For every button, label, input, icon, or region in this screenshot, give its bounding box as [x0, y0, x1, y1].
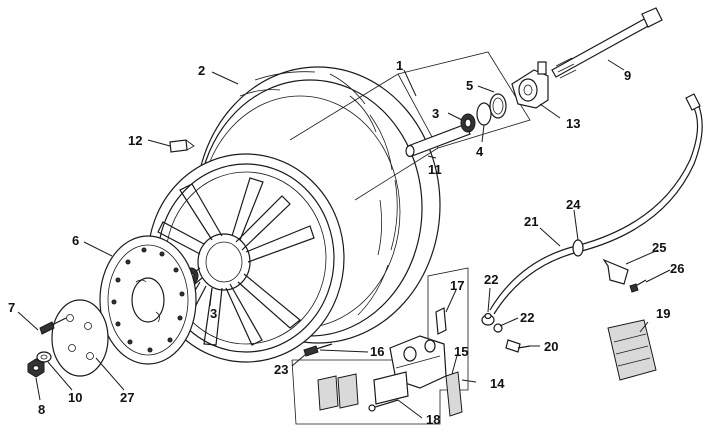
speedometer-drive: [511, 61, 549, 109]
brake-pads: [317, 371, 409, 412]
callout-3-lower: 3: [210, 306, 217, 321]
callout-4: 4: [476, 144, 484, 159]
callout-10: 10: [68, 390, 82, 405]
disc-bolt: [39, 317, 67, 335]
callout-12: 12: [128, 133, 142, 148]
callout-20: 20: [544, 339, 558, 354]
callout-24: 24: [566, 197, 581, 212]
callout-3-upper: 3: [432, 106, 439, 121]
bearing-upper: [460, 113, 476, 133]
oil-seal: [489, 93, 507, 119]
callout-23: 23: [274, 362, 288, 377]
callout-14: 14: [490, 376, 505, 391]
callout-26: 26: [670, 261, 684, 276]
callout-27: 27: [120, 390, 134, 405]
disc-cover-plate: [51, 299, 109, 377]
caliper-parts-frame: [291, 267, 469, 425]
spacer-tube: [405, 123, 471, 158]
callout-25: 25: [652, 240, 666, 255]
callout-21: 21: [524, 214, 538, 229]
callout-18: 18: [426, 412, 440, 427]
callout-6: 6: [72, 233, 79, 248]
callout-16: 16: [370, 344, 384, 359]
callout-11: 11: [428, 162, 442, 177]
bleed-screw: [169, 139, 195, 153]
callout-22-lower: 22: [520, 310, 534, 325]
callout-22-upper: 22: [484, 272, 498, 287]
callout-7: 7: [8, 300, 15, 315]
callout-8: 8: [38, 402, 45, 417]
hose-clip-screw: [629, 279, 647, 293]
leader-lines: [17, 59, 671, 419]
brake-hose: [489, 93, 703, 315]
axle-nut: [27, 358, 45, 378]
wheel-axle: [551, 7, 663, 79]
callout-13: 13: [566, 116, 580, 131]
callout-17: 17: [450, 278, 464, 293]
callout-1: 1: [396, 58, 403, 73]
callout-19: 19: [656, 306, 670, 321]
callout-2: 2: [198, 63, 205, 78]
caliper-spring: [445, 371, 463, 417]
brake-disc: [99, 235, 197, 365]
callout-9: 9: [624, 68, 631, 83]
banjo-bolt: [505, 339, 531, 353]
washer: [36, 351, 52, 363]
callout-15: 15: [454, 344, 468, 359]
hose-banjo-fitting: [481, 312, 503, 333]
decal-kit: [607, 319, 657, 381]
callout-labels: 1 2 3 5 9 13 4 11 12 6 3 7 8 10 27 23 16…: [8, 58, 684, 427]
caliper-bleed-valve: [435, 307, 447, 335]
hub-parts-frame: [289, 51, 531, 201]
hose-clip: [602, 258, 629, 285]
circlip: [476, 102, 492, 126]
callout-5: 5: [466, 78, 473, 93]
